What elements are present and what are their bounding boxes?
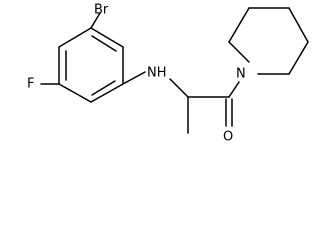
ring-bond-c6-c1 [58, 27, 92, 48]
piperidine-bond-c4-c5 [288, 41, 309, 75]
amine-label: NH [147, 66, 167, 81]
ring-to-amine-bond [122, 71, 146, 85]
ring-bond-c3-c4 [90, 83, 124, 103]
amine-to-alpha-carbon-bond [169, 78, 189, 98]
ring-bond-c4-c5 [58, 83, 92, 103]
amide-nitrogen-label: N [236, 67, 246, 82]
carbonyl-to-amide-nitrogen-bond [228, 81, 240, 98]
ring-bond-c1-c2 [90, 27, 124, 48]
ring-double-bond-2 [91, 80, 116, 96]
piperidine-ring [228, 7, 309, 75]
carbonyl-oxygen-label: O [223, 130, 233, 145]
piperidine-bond-c3-c4 [288, 7, 309, 43]
fluorine-label: F [27, 77, 34, 92]
bromine-label: Br [94, 3, 109, 18]
fluorobromophenyl-ring [58, 27, 124, 103]
piperidine-bond-c1-c2 [228, 7, 250, 43]
bromine-bond [90, 12, 101, 29]
chemical-structure: Br F NH N O [27, 3, 309, 145]
piperidine-bond-n-c1 [228, 41, 250, 63]
ring-double-bond-1 [91, 35, 117, 52]
